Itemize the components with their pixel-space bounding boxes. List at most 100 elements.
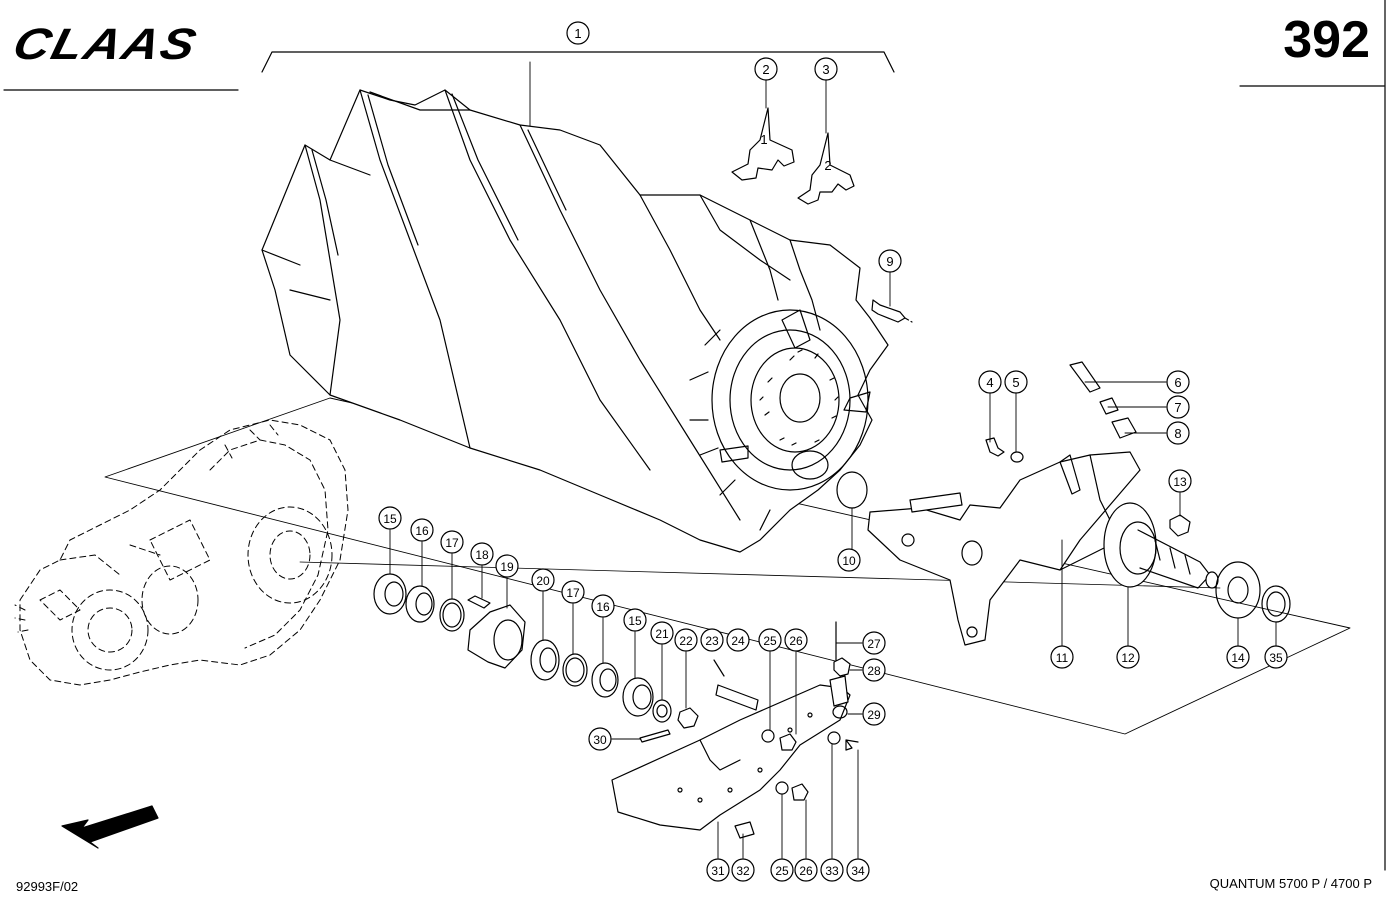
callout-group: 1 2 3 4 5 6 7 8 9 10 11 12 13 14 35 15 1…	[378, 21, 1288, 882]
callout-9-label: 9	[886, 254, 893, 269]
callout-25b: 25	[770, 858, 794, 882]
bolt-4-washer-5	[985, 437, 1024, 463]
callout-22: 22	[674, 628, 698, 652]
callout-24: 24	[726, 628, 750, 652]
callout-31: 31	[706, 858, 730, 882]
callout-9: 9	[878, 249, 902, 273]
callout-2-label: 2	[762, 62, 769, 77]
callout-6: 6	[1166, 370, 1190, 394]
o-ring-10	[836, 471, 868, 509]
washer-14	[1215, 561, 1261, 619]
callout-33-label: 33	[825, 864, 839, 878]
callout-10-label: 10	[842, 554, 856, 568]
callout-29-label: 29	[867, 708, 881, 722]
callout-26a-label: 26	[789, 634, 803, 648]
callout-13-label: 13	[1173, 475, 1187, 489]
callout-30: 30	[588, 727, 612, 751]
gearbox-housing-hidden	[14, 419, 349, 686]
callout-26a: 26	[784, 628, 808, 652]
mount-plate-31	[611, 684, 851, 831]
callout-5-label: 5	[1012, 375, 1019, 390]
callout-26b: 26	[794, 858, 818, 882]
callout-17b-label: 17	[566, 586, 580, 600]
callout-25b-label: 25	[775, 864, 789, 878]
drawing-code: 92993F/02	[16, 879, 79, 894]
callout-17a: 17	[440, 530, 464, 554]
callout-20-label: 20	[536, 574, 550, 588]
callout-25a: 25	[758, 628, 782, 652]
model-label: QUANTUM 5700 P / 4700 P	[1209, 876, 1372, 891]
callout-12-label: 12	[1121, 651, 1135, 665]
nut-13	[1169, 514, 1191, 537]
callout-4-label: 4	[986, 375, 993, 390]
cotter-pin-30	[639, 729, 671, 743]
callout-28-label: 28	[867, 664, 881, 678]
assembly-bracket	[261, 51, 895, 73]
callout-18: 18	[470, 542, 494, 566]
callout-27-label: 27	[867, 637, 881, 651]
callout-11: 11	[1050, 645, 1074, 669]
callout-34-label: 34	[851, 864, 865, 878]
callout-20: 20	[531, 568, 555, 592]
tine-3-mark: 2	[824, 158, 831, 173]
leader-lines	[389, 61, 1277, 859]
callout-8: 8	[1166, 421, 1190, 445]
rotor-tine-2	[731, 107, 795, 181]
pin-23-sleeve-24	[713, 659, 759, 711]
callout-35: 35	[1264, 645, 1288, 669]
callout-2: 2	[754, 57, 778, 81]
bolt-9	[871, 299, 913, 323]
callout-4: 4	[978, 370, 1002, 394]
callout-23-label: 23	[705, 634, 719, 648]
shaft-axis-line	[299, 561, 1221, 589]
callout-3-label: 3	[822, 62, 829, 77]
callout-17a-label: 17	[445, 536, 459, 550]
ring-35	[1261, 585, 1291, 623]
callout-25a-label: 25	[763, 634, 777, 648]
header-rules	[3, 0, 1386, 871]
callout-24-label: 24	[731, 634, 745, 648]
callout-33: 33	[820, 858, 844, 882]
page-number: 392	[1283, 11, 1370, 69]
callout-15b: 15	[623, 608, 647, 632]
callout-30-label: 30	[593, 733, 607, 747]
tine-2-mark: 1	[760, 132, 767, 147]
callout-16b: 16	[591, 594, 615, 618]
callout-14-label: 14	[1231, 651, 1245, 665]
callout-7: 7	[1166, 395, 1190, 419]
callout-28: 28	[862, 658, 886, 682]
callout-16a: 16	[410, 518, 434, 542]
direction-arrow	[61, 805, 159, 849]
rotor-tine-3	[797, 132, 855, 205]
plate-hardware	[734, 621, 859, 839]
callout-14: 14	[1226, 645, 1250, 669]
bearing-stack-left	[373, 573, 699, 729]
callout-34: 34	[846, 858, 870, 882]
rotor-drum	[261, 89, 889, 553]
callout-21-label: 21	[655, 627, 669, 641]
callout-6-label: 6	[1174, 375, 1181, 390]
callout-22-label: 22	[679, 634, 693, 648]
hardware-6-7-8	[1069, 361, 1137, 439]
callout-15a: 15	[378, 506, 402, 530]
stub-axle-12	[1103, 502, 1219, 589]
callout-8-label: 8	[1174, 426, 1181, 441]
callout-5: 5	[1004, 370, 1028, 394]
callout-32-label: 32	[736, 864, 750, 878]
callout-23: 23	[700, 628, 724, 652]
callout-3: 3	[814, 57, 838, 81]
callout-1: 1	[566, 21, 590, 45]
callout-26b-label: 26	[799, 864, 813, 878]
callout-19-label: 19	[500, 560, 514, 574]
bracket-plate-11	[867, 451, 1141, 646]
callout-16b-label: 16	[596, 600, 610, 614]
callout-1-label: 1	[574, 26, 581, 41]
callout-15b-label: 15	[628, 614, 642, 628]
callout-27: 27	[862, 631, 886, 655]
callout-21: 21	[650, 621, 674, 645]
callout-29: 29	[862, 702, 886, 726]
callout-12: 12	[1116, 645, 1140, 669]
ground-projection	[104, 397, 1351, 735]
